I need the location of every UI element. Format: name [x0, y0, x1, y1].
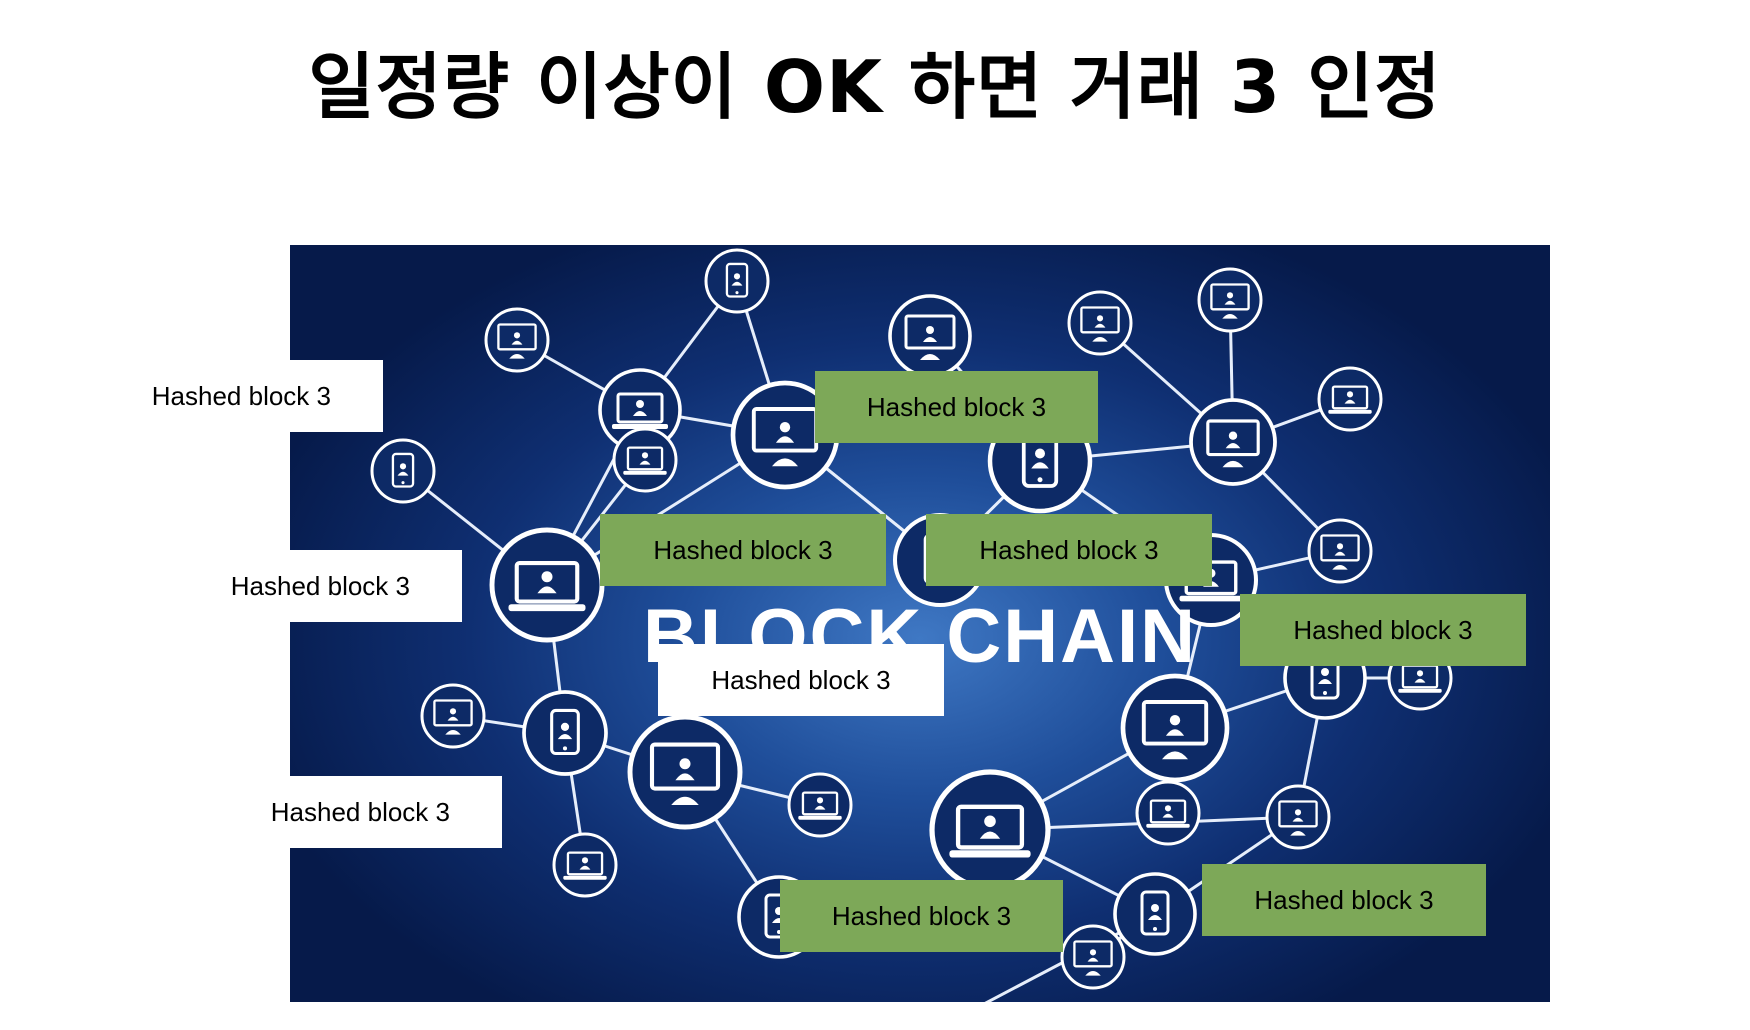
- hashed-block-label: Hashed block 3: [600, 514, 886, 586]
- laptop-icon: [929, 769, 1051, 891]
- monitor-icon: [1307, 518, 1373, 584]
- tablet-icon: [1113, 872, 1197, 956]
- monitor-icon: [484, 307, 550, 373]
- hashed-block-label: Hashed block 3: [780, 880, 1063, 952]
- hashed-block-label: Hashed block 3: [130, 360, 383, 432]
- monitor-icon: [1265, 784, 1331, 850]
- laptop-icon: [787, 772, 853, 838]
- laptop-icon: [552, 832, 618, 898]
- monitor-icon: [420, 683, 486, 749]
- monitor-icon: [1197, 267, 1263, 333]
- network-link: [984, 912, 1156, 1002]
- hashed-block-label: Hashed block 3: [1202, 864, 1486, 936]
- monitor-icon: [1120, 673, 1230, 783]
- tablet-icon: [370, 438, 436, 504]
- monitor-icon: [888, 294, 972, 378]
- hashed-block-label: Hashed block 3: [250, 776, 502, 848]
- page-title: 일정량 이상이 OK 하면 거래 3 인정: [308, 45, 1442, 129]
- tablet-icon: [522, 690, 608, 776]
- monitor-icon: [1060, 924, 1126, 990]
- laptop-icon: [1317, 366, 1383, 432]
- hashed-block-label: Hashed block 3: [926, 514, 1212, 586]
- monitor-icon: [1189, 398, 1277, 486]
- hashed-block-label: Hashed block 3: [658, 644, 944, 716]
- hashed-block-label: Hashed block 3: [815, 371, 1098, 443]
- hashed-block-label: Hashed block 3: [210, 550, 462, 622]
- tablet-icon: [704, 248, 770, 314]
- monitor-icon: [1067, 290, 1133, 356]
- monitor-icon: [627, 714, 743, 830]
- laptop-icon: [1135, 780, 1201, 846]
- hashed-block-label: Hashed block 3: [1240, 594, 1526, 666]
- laptop-icon: [612, 427, 678, 493]
